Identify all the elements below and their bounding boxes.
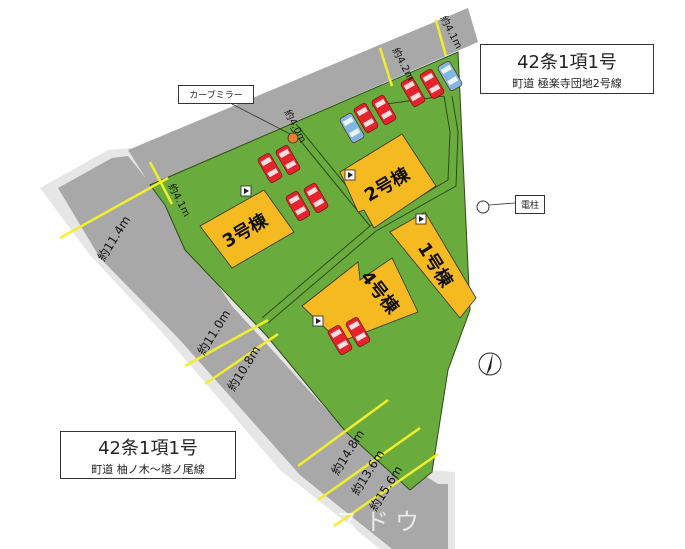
north-arrow-icon xyxy=(478,352,502,376)
car-4 xyxy=(303,183,329,213)
entrance-arrow-icon xyxy=(244,172,424,324)
south-road-label: 42条1項1号 町道 柚ノ木～塔ノ尾線 xyxy=(60,431,236,479)
south-road-classification: 42条1項1号 xyxy=(98,438,198,459)
car-12 xyxy=(345,317,371,347)
curve-mirror-marker xyxy=(287,132,299,144)
car-10 xyxy=(437,61,463,91)
utility-pole-callout: 電柱 xyxy=(515,195,546,214)
north-road xyxy=(128,8,478,185)
watermark: スドウ xyxy=(335,508,425,536)
car-1 xyxy=(257,153,283,183)
parking-cars xyxy=(257,61,463,355)
north-road-classification: 42条1項1号 xyxy=(517,52,617,73)
utility-pole-leader xyxy=(488,202,516,206)
car-3 xyxy=(285,191,311,221)
measure-lines xyxy=(59,19,448,528)
building-2 xyxy=(339,133,437,229)
car-9 xyxy=(419,69,445,99)
car-6 xyxy=(371,95,397,125)
car-2 xyxy=(275,145,301,175)
utility-pole-marker xyxy=(476,200,490,214)
north-road-name: 町道 極楽寺団地2号線 xyxy=(512,77,622,90)
building-3 xyxy=(199,189,295,269)
building-1 xyxy=(389,211,477,319)
car-11 xyxy=(327,325,353,355)
north-road-label: 42条1項1号 町道 極楽寺団地2号線 xyxy=(480,44,654,94)
curve-mirror-leader xyxy=(231,103,291,135)
car-7 xyxy=(339,113,365,143)
car-8 xyxy=(400,77,426,107)
south-road-name: 町道 柚ノ木～塔ノ尾線 xyxy=(91,463,205,476)
curve-mirror-callout: カーブミラー xyxy=(178,85,254,104)
car-5 xyxy=(353,103,379,133)
